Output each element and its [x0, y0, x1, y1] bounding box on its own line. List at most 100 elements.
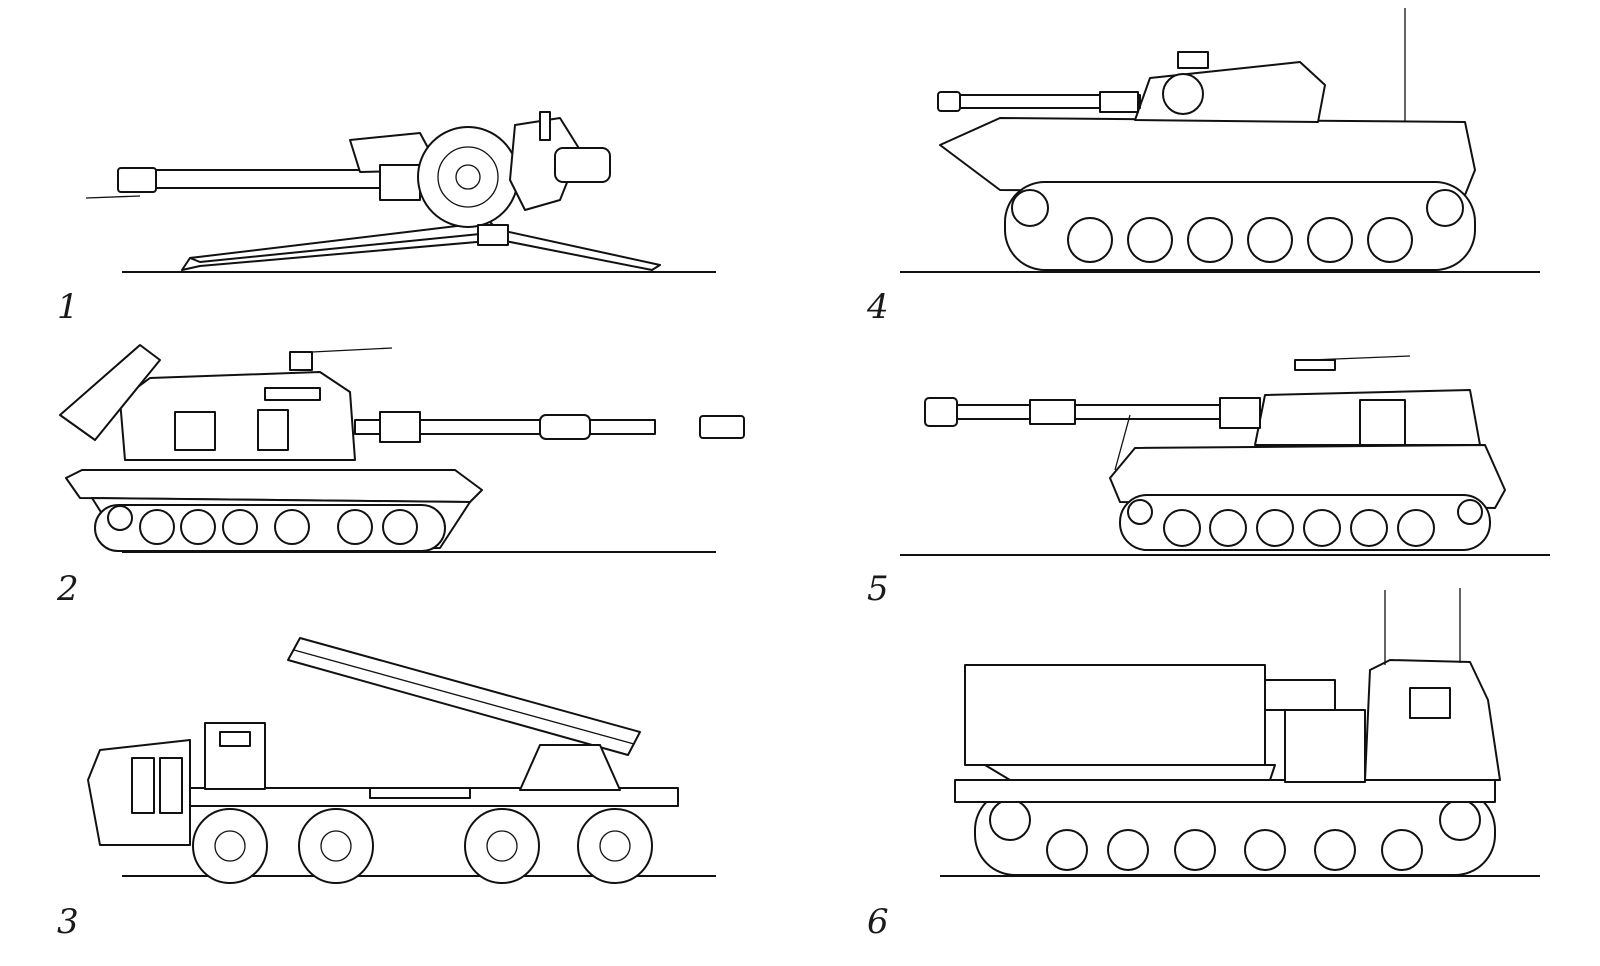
figure-number-3: 3 [57, 902, 79, 942]
cab-door [159, 757, 183, 814]
machine-gun [311, 347, 393, 353]
machine-gun [1309, 355, 1411, 361]
wheel [298, 808, 374, 884]
wheel-hub [320, 830, 352, 862]
muzzle-brake [924, 397, 958, 427]
idler-wheel [107, 505, 133, 531]
cab [1364, 659, 1501, 781]
figure-5-tracked-sp-howitzer [900, 355, 1550, 556]
figure-number-4: 4 [867, 287, 889, 327]
cupola [289, 351, 313, 371]
road-wheel [1244, 829, 1286, 871]
sprocket [1457, 499, 1483, 525]
wheel-hub [214, 830, 246, 862]
commander-hatch [1177, 51, 1209, 69]
road-wheel [274, 509, 310, 545]
idler-wheel [1426, 189, 1464, 227]
hull [954, 779, 1496, 803]
road-wheel [1163, 509, 1201, 547]
wheel [192, 808, 268, 884]
pod-mechanism [1264, 679, 1336, 711]
road-wheel [1367, 217, 1413, 263]
barrel [949, 404, 1261, 420]
road-wheel [180, 509, 216, 545]
mg-mount [1294, 359, 1336, 371]
muzzle-brake [117, 167, 157, 193]
sprocket [1439, 799, 1481, 841]
wheel [577, 808, 653, 884]
trail-hinge [477, 224, 509, 246]
bore-evacuator [1029, 399, 1076, 425]
road-wheel [1046, 829, 1088, 871]
launcher-mount [519, 744, 621, 791]
breech [509, 117, 581, 211]
mantlet [379, 411, 421, 443]
figure-number-1: 1 [57, 287, 79, 327]
road-wheel [1209, 509, 1247, 547]
muzzle-hook [85, 195, 141, 199]
cab-window [1409, 687, 1451, 719]
turret-door [257, 409, 289, 451]
mid-body [1284, 709, 1366, 783]
wheel [417, 126, 519, 228]
sight [539, 111, 551, 141]
wheel [464, 808, 540, 884]
travel-lock [1114, 414, 1131, 471]
figure-number-2: 2 [57, 569, 79, 609]
turret [119, 371, 356, 461]
turret-door [1359, 399, 1406, 446]
figure-6-tracked-rocket-launcher [940, 588, 1540, 877]
breech-handle [554, 147, 611, 183]
figure-2-sp-howitzer [59, 344, 745, 553]
rocket-tube-line [293, 649, 635, 745]
figure-4-airborne-sp-gun [900, 8, 1540, 273]
road-wheel [222, 509, 258, 545]
road-wheel [139, 509, 175, 545]
road-wheel [1381, 829, 1423, 871]
figure-1-towed-howitzer [85, 111, 716, 273]
ammo-loader [59, 344, 161, 441]
launcher-pod [964, 664, 1266, 766]
sprocket [1011, 189, 1049, 227]
idler-wheel [1127, 499, 1153, 525]
turret-dome [1162, 73, 1204, 115]
vision-blocks [264, 387, 321, 401]
muzzle [937, 91, 961, 112]
road-wheel [1174, 829, 1216, 871]
road-wheel [1350, 509, 1388, 547]
road-wheel [1307, 217, 1353, 263]
road-wheel [382, 509, 418, 545]
road-wheel [1127, 217, 1173, 263]
figure-number-6: 6 [867, 902, 889, 942]
track [1004, 181, 1476, 271]
wheel-hub-ring [437, 146, 499, 208]
turret-hatch [174, 411, 216, 451]
figure-3-wheeled-rocket-launcher [87, 637, 716, 884]
road-wheel [1107, 829, 1149, 871]
fume-extractor [539, 414, 591, 440]
mantlet [1099, 91, 1139, 113]
wheel-hub [455, 164, 481, 190]
cab-door [131, 757, 155, 814]
road-wheel [337, 509, 373, 545]
pod-base [984, 764, 1276, 781]
wheel-hub [486, 830, 518, 862]
road-wheel [1067, 217, 1113, 263]
muzzle-brake [699, 415, 745, 439]
cabin-window [219, 731, 251, 747]
platform [369, 787, 471, 799]
cradle [379, 164, 421, 201]
road-wheel [1314, 829, 1356, 871]
hull-fender [65, 469, 483, 503]
figure-number-5: 5 [867, 569, 889, 609]
hull [1109, 444, 1506, 509]
hull [939, 117, 1476, 196]
mantlet [1219, 397, 1261, 429]
road-wheel [1303, 509, 1341, 547]
wheel-hub [599, 830, 631, 862]
road-wheel [1397, 509, 1435, 547]
road-wheel [1256, 509, 1294, 547]
idler-wheel [989, 799, 1031, 841]
